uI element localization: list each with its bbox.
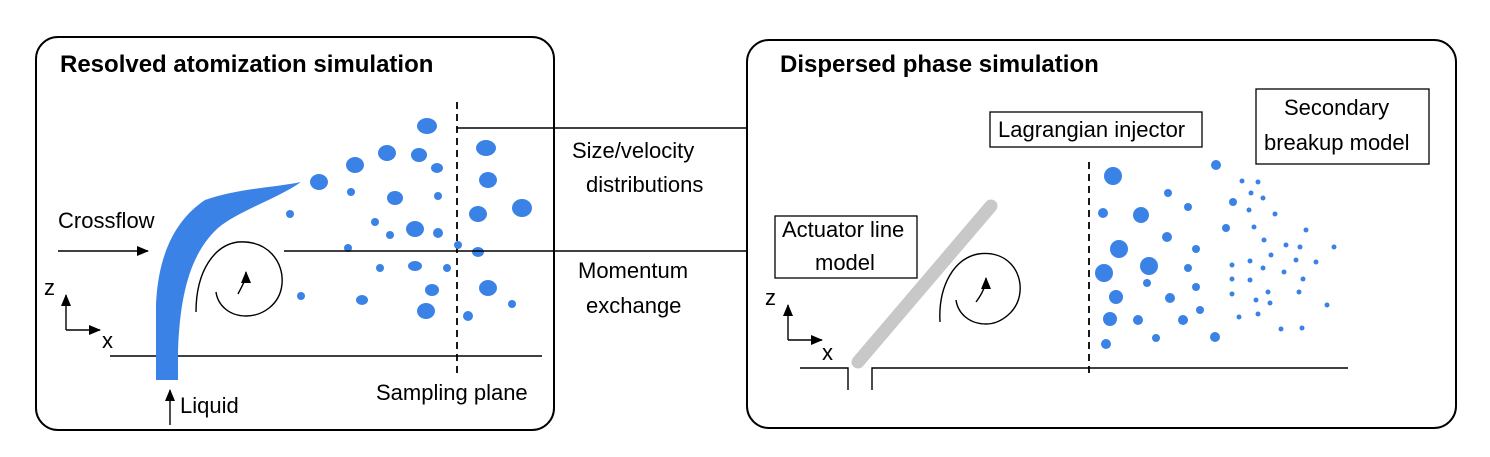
vortex-left	[195, 241, 283, 317]
droplets-left	[286, 118, 532, 321]
vortex-right-arrow	[975, 277, 991, 303]
x-label-right: x	[822, 340, 833, 365]
momentum-label-line2: exchange	[586, 293, 681, 318]
size-velocity-label-line2: distributions	[586, 172, 703, 197]
lagrangian-injector-box	[989, 111, 1203, 148]
lagrangian-injector-label: Lagrangian injector	[998, 117, 1185, 142]
vortex-left-arrow	[237, 271, 251, 295]
x-label-left: x	[102, 328, 113, 353]
liquid-jet	[156, 182, 301, 380]
vortex-right	[939, 252, 1021, 325]
actuator-line-box	[774, 215, 918, 279]
z-label-left: z	[44, 275, 55, 300]
liquid-label: Liquid	[180, 393, 239, 418]
left-panel	[35, 36, 555, 431]
actuator-line-label-line1: Actuator line	[782, 217, 904, 242]
z-label-right: z	[765, 285, 776, 310]
crossflow-label: Crossflow	[58, 208, 155, 233]
left-panel-title: Resolved atomization simulation	[60, 51, 433, 78]
secondary-breakup-box	[1255, 88, 1430, 165]
right-panel-title: Dispersed phase simulation	[780, 51, 1099, 78]
size-velocity-label-line1: Size/velocity	[572, 138, 694, 163]
sampling-plane-label: Sampling plane	[376, 380, 528, 405]
actuator-line-gray	[851, 199, 998, 369]
actuator-line-label-line2: model	[815, 250, 875, 275]
droplets-right	[1095, 160, 1337, 349]
momentum-label-line1: Momentum	[578, 258, 688, 283]
right-wall-with-inlet	[800, 367, 1348, 390]
secondary-breakup-label-line1: Secondary	[1284, 95, 1389, 120]
secondary-breakup-label-line2: breakup model	[1264, 130, 1410, 155]
